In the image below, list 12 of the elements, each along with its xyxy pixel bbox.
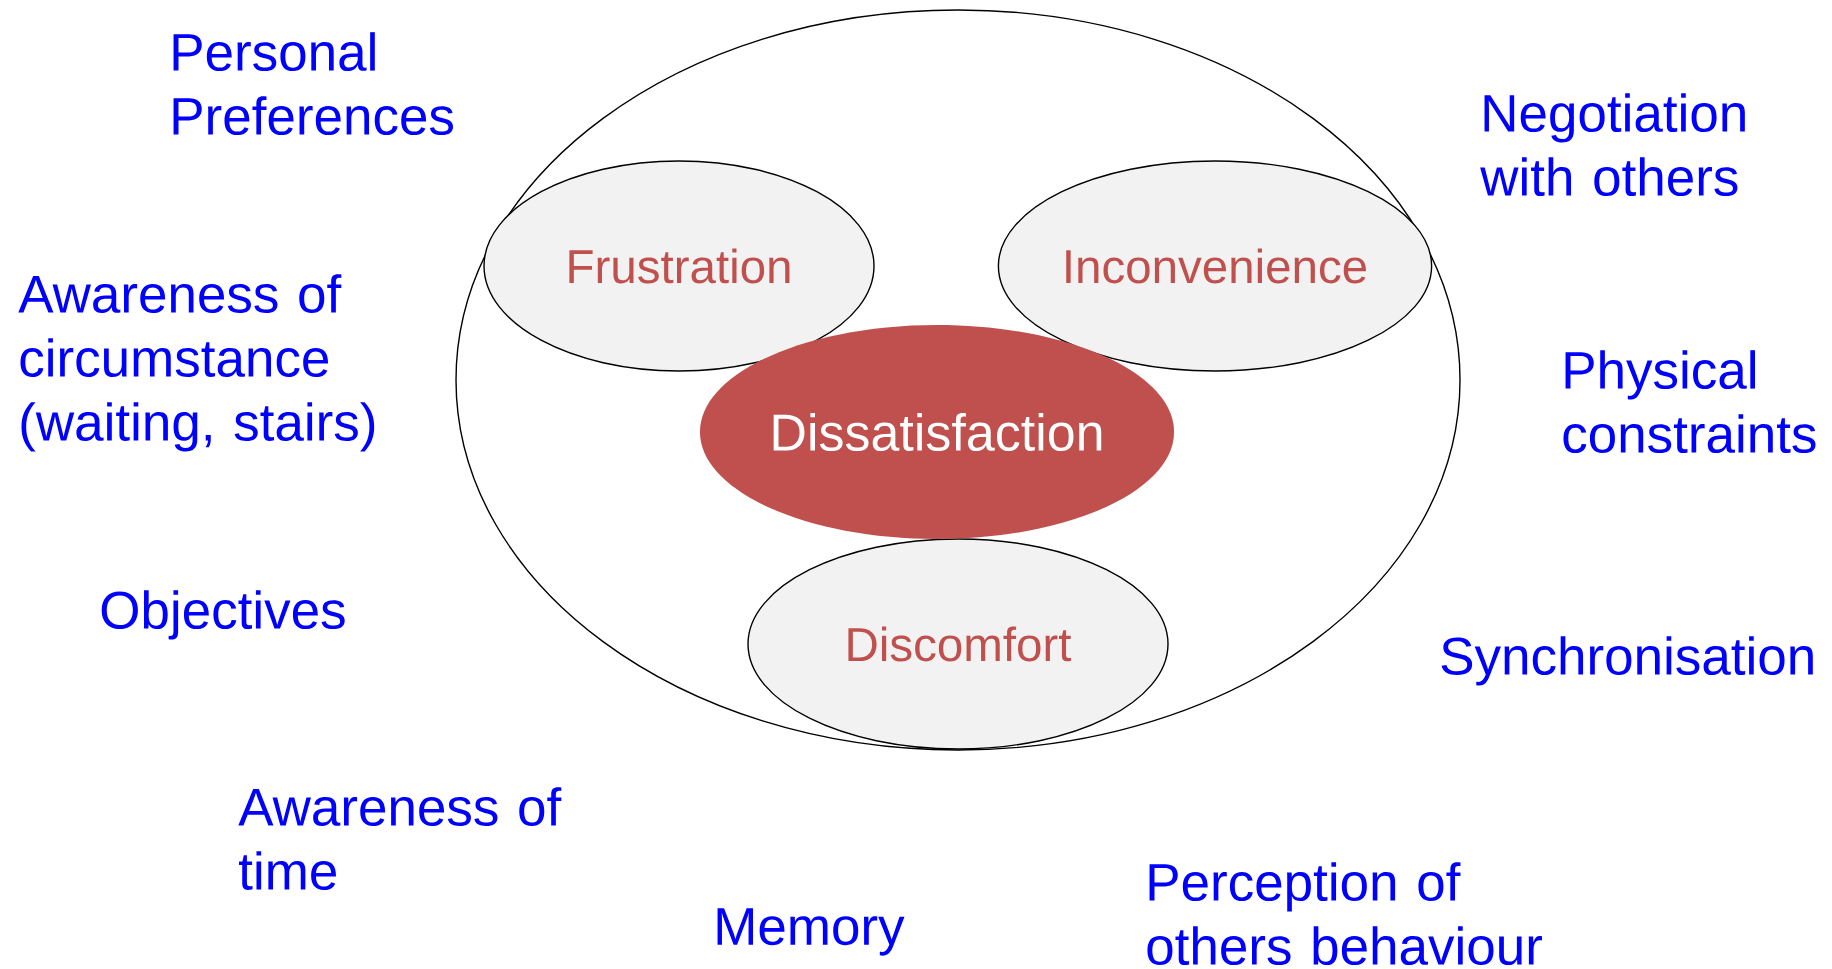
factor-label: Negotiation with others bbox=[1480, 93, 1745, 197]
factor-label: Personal Preferences bbox=[173, 32, 453, 136]
factor-label: Physical constraints bbox=[1563, 350, 1816, 454]
ellipse-node: Inconvenience bbox=[997, 160, 1433, 372]
factor-label: Memory bbox=[717, 908, 905, 956]
factor-label: Awareness of time bbox=[238, 787, 562, 891]
ellipse-node: Discomfort bbox=[747, 538, 1169, 750]
factor-label: Synchronisation bbox=[1441, 636, 1813, 686]
factor-label: Perception of others behaviour bbox=[1147, 862, 1542, 966]
factor-label: Objectives bbox=[101, 590, 345, 640]
ellipse-node: Frustration bbox=[483, 160, 875, 372]
factor-label: Awareness of circumstance (waiting, stairs) bbox=[18, 274, 375, 452]
